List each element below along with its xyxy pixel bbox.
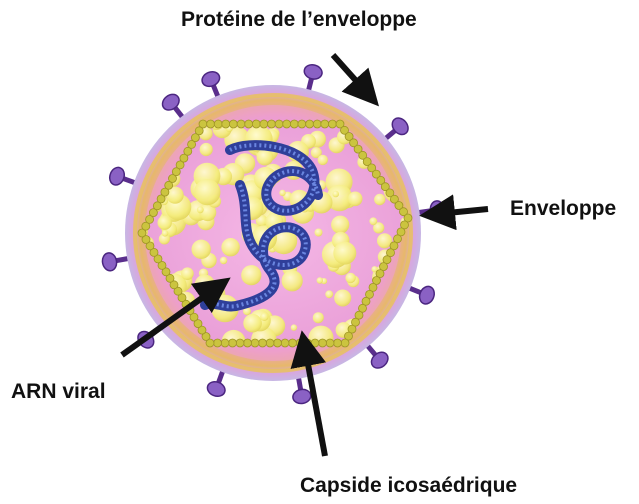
- label-envelope: Enveloppe: [510, 197, 616, 221]
- capsid-bead: [229, 120, 237, 128]
- spike-protein: [205, 368, 227, 398]
- vesicle: [241, 265, 261, 285]
- capsid-bead: [311, 339, 319, 347]
- vesicle: [332, 191, 339, 198]
- capsid-bead: [290, 120, 298, 128]
- capsid-bead: [245, 120, 253, 128]
- vesicle: [279, 190, 285, 196]
- capsid-bead: [289, 339, 297, 347]
- capsid-bead: [275, 120, 283, 128]
- vesicle: [345, 273, 355, 283]
- vesicle: [243, 314, 262, 333]
- capsid-bead: [341, 339, 349, 347]
- vesicle: [200, 143, 213, 156]
- capsid-bead: [298, 120, 306, 128]
- capsid-bead: [214, 339, 222, 347]
- vesicle: [317, 277, 323, 283]
- vesicle: [282, 270, 303, 291]
- capsid-bead: [251, 339, 259, 347]
- vesicle: [181, 267, 194, 280]
- vesicle: [194, 179, 220, 205]
- capsid-bead: [252, 120, 260, 128]
- vesicle: [369, 217, 377, 225]
- vesicle: [318, 155, 328, 165]
- capsid-bead: [222, 120, 230, 128]
- spike-protein: [366, 343, 392, 371]
- vesicle: [396, 318, 407, 329]
- spike-protein: [107, 165, 137, 187]
- capsid-bead: [304, 339, 312, 347]
- vesicle: [315, 229, 323, 237]
- capsid-bead: [268, 120, 276, 128]
- label-envelope-protein: Protéine de l’enveloppe: [181, 8, 417, 32]
- vesicle: [348, 192, 363, 207]
- vesicle: [221, 238, 239, 256]
- spike-protein: [383, 115, 411, 141]
- vesicle: [257, 149, 274, 166]
- vesicle: [331, 216, 349, 234]
- capsid-bead: [221, 339, 229, 347]
- capsid-bead: [274, 339, 282, 347]
- capsid-bead: [283, 120, 291, 128]
- capsid-bead: [296, 339, 304, 347]
- vesicle: [389, 318, 414, 343]
- spike-protein: [407, 284, 437, 306]
- vesicle: [260, 313, 268, 321]
- vesicle: [192, 240, 211, 259]
- vesicle: [158, 216, 172, 230]
- capsid-bead: [229, 339, 237, 347]
- capsid-bead: [266, 339, 274, 347]
- capsid-bead: [313, 120, 321, 128]
- label-capsid: Capside icosaédrique: [300, 474, 517, 498]
- capsid-bead: [319, 339, 327, 347]
- label-viral-rna: ARN viral: [11, 380, 106, 404]
- vesicle: [333, 242, 356, 265]
- vesicle: [162, 230, 169, 237]
- capsid-bead: [328, 120, 336, 128]
- capsid-bead: [334, 339, 342, 347]
- capsid-bead: [326, 339, 334, 347]
- capsid-bead: [195, 127, 203, 135]
- vesicle: [374, 194, 385, 205]
- vesicle: [220, 257, 227, 264]
- vesicle: [325, 290, 333, 298]
- capsid-bead: [207, 120, 215, 128]
- capsid-bead: [281, 339, 289, 347]
- capsid-bead: [260, 120, 268, 128]
- capsid-bead: [237, 120, 245, 128]
- spike-protein: [159, 91, 184, 119]
- spike-protein: [200, 69, 222, 99]
- vesicle: [313, 312, 324, 323]
- capsid-bead: [259, 339, 267, 347]
- capsid-bead: [321, 120, 329, 128]
- arrow-envelope-protein: [333, 55, 367, 93]
- vesicle: [291, 324, 297, 330]
- capsid-bead: [214, 120, 222, 128]
- capsid-bead: [306, 120, 314, 128]
- vesicle: [197, 206, 204, 213]
- capsid-bead: [236, 339, 244, 347]
- vesicle: [334, 290, 351, 307]
- capsid-bead: [244, 339, 252, 347]
